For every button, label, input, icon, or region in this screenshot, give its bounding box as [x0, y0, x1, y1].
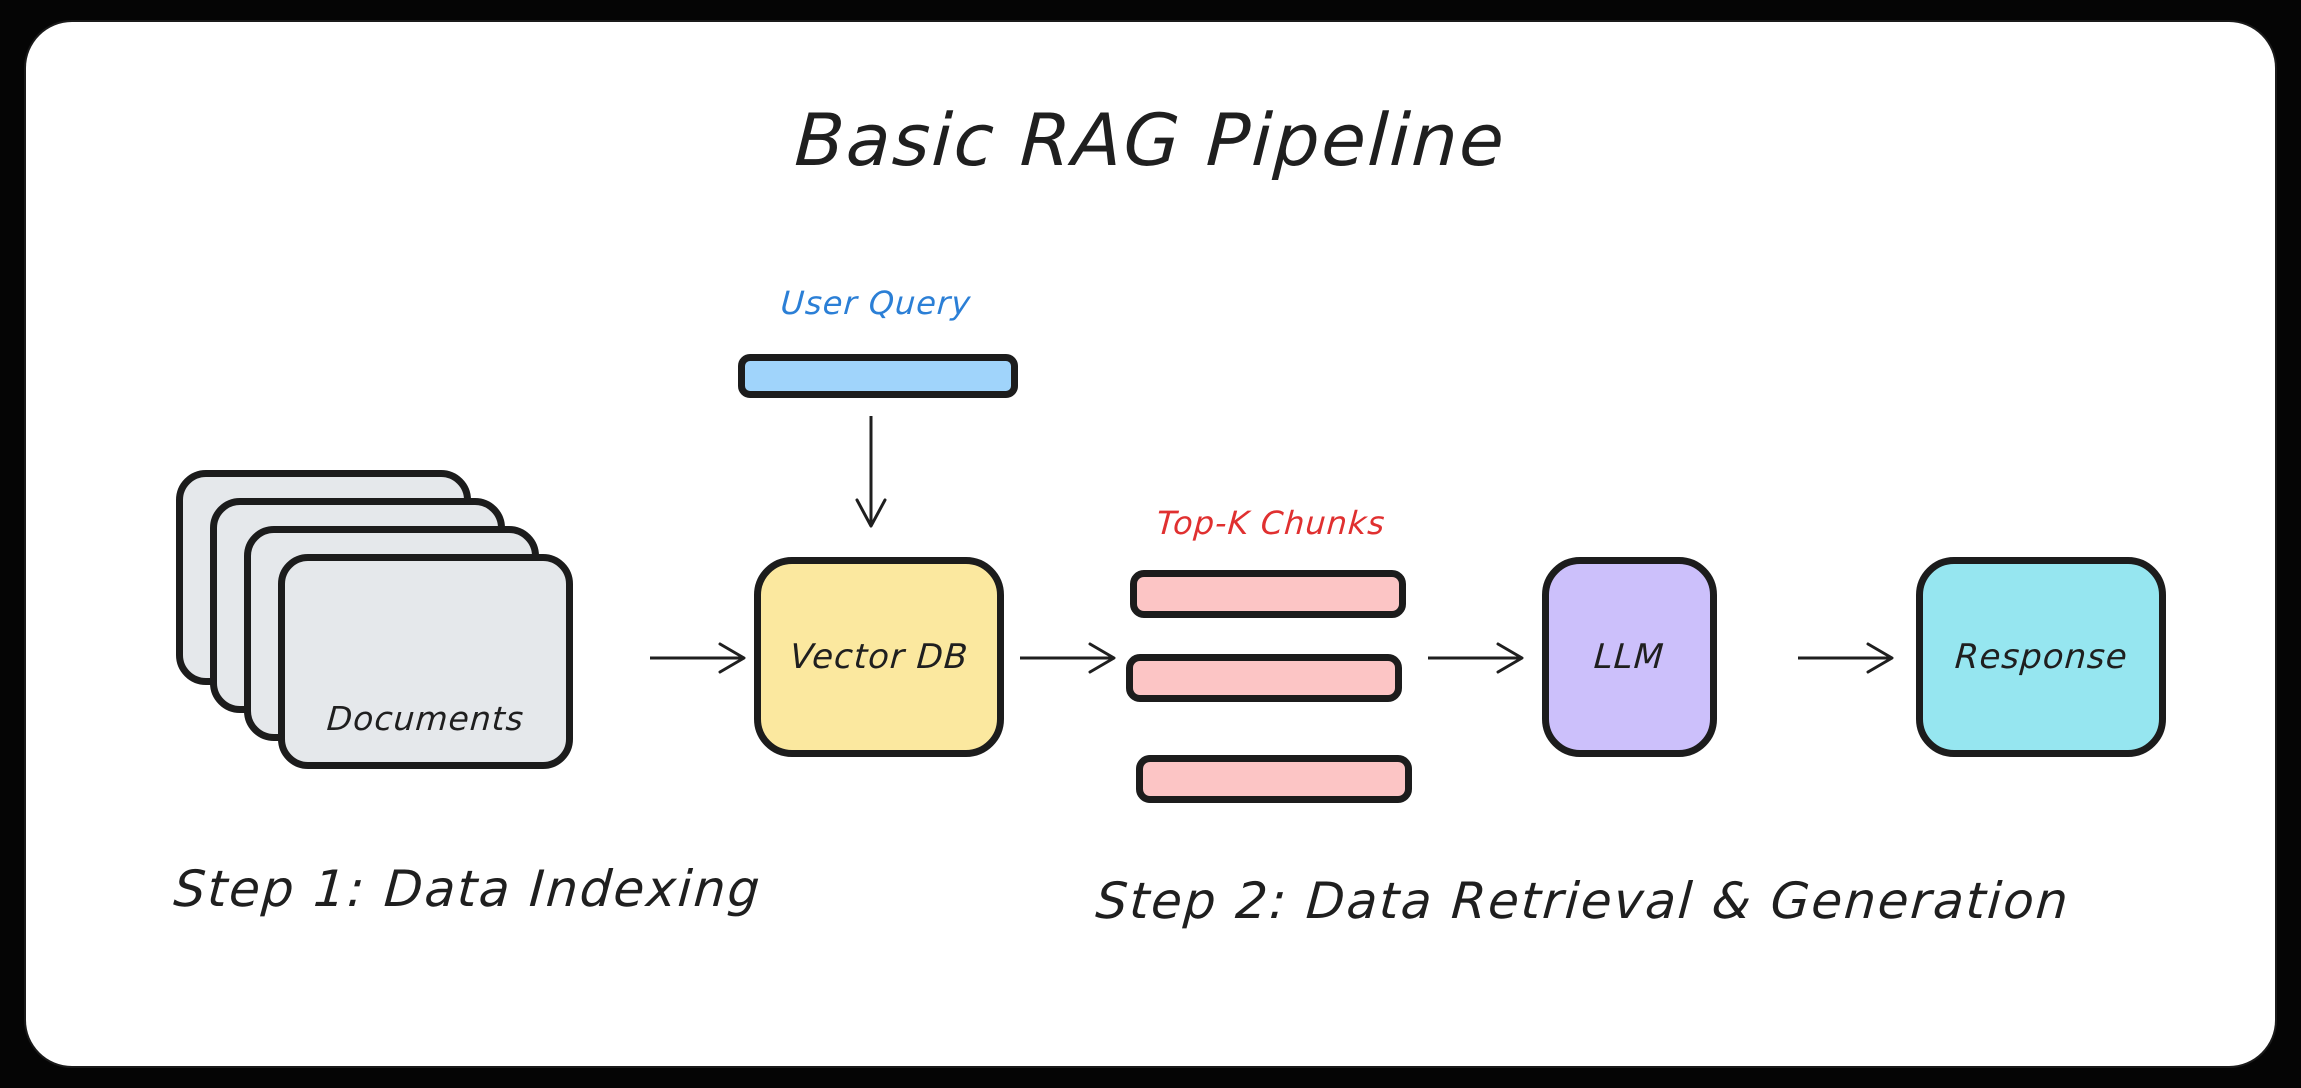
arrow-llm-to-response: [1796, 638, 1896, 678]
documents-stack[interactable]: Documents: [176, 470, 626, 790]
arrow-chunks-to-llm: [1426, 638, 1526, 678]
user-query-bar[interactable]: [738, 354, 1018, 398]
chunk-bar[interactable]: [1136, 755, 1412, 803]
chunks-label: Top-K Chunks: [1155, 504, 1387, 542]
documents-label: Documents: [325, 699, 526, 738]
llm-node[interactable]: LLM: [1542, 557, 1717, 757]
arrow-query-to-vectordb: [851, 414, 891, 529]
document-card-front[interactable]: Documents: [278, 554, 573, 769]
response-node[interactable]: Response: [1916, 557, 2166, 757]
llm-label: LLM: [1592, 637, 1667, 677]
page-title: Basic RAG Pipeline: [792, 98, 1509, 182]
response-label: Response: [1953, 637, 2129, 677]
diagram-card: Basic RAG Pipeline User Query Documents: [26, 22, 2275, 1066]
arrow-documents-to-vectordb: [648, 638, 748, 678]
chunk-bar[interactable]: [1130, 570, 1406, 618]
step-2-label: Step 2: Data Retrieval & Generation: [1093, 872, 2072, 930]
step-1-label: Step 1: Data Indexing: [171, 860, 764, 918]
vector-db-label: Vector DB: [788, 637, 970, 677]
arrow-vectordb-to-chunks: [1018, 638, 1118, 678]
user-query-label: User Query: [779, 284, 973, 322]
chunk-bar[interactable]: [1126, 654, 1402, 702]
vector-db-node[interactable]: Vector DB: [754, 557, 1004, 757]
